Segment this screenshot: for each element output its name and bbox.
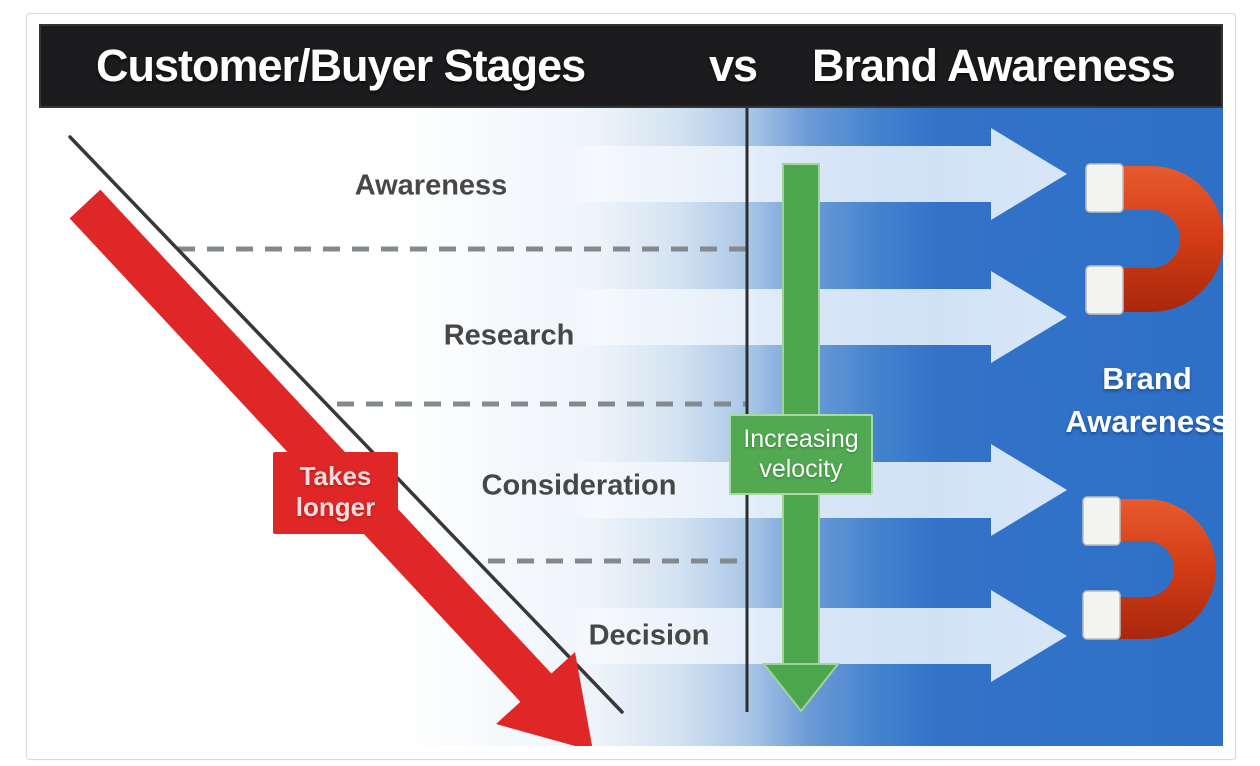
journey-baseline [68, 135, 624, 714]
takes-longer-arrow-icon [69, 189, 593, 746]
increasing-velocity-badge: Increasing velocity [729, 414, 873, 495]
diagram-canvas: Awareness Research Consideration Decisio… [39, 108, 1223, 746]
magnet-icon [1085, 163, 1223, 315]
takes-longer-badge: Takes longer [273, 452, 398, 534]
takes-longer-line2: longer [295, 492, 376, 522]
title-left: Customer/Buyer Stages [96, 40, 586, 91]
brand-awareness-line2: Awareness [1065, 404, 1223, 439]
increasing-velocity-line2: velocity [759, 455, 843, 483]
takes-longer-line1: Takes [299, 461, 372, 491]
stage-label-research: Research [443, 319, 575, 352]
title-right: Brand Awareness [812, 40, 1176, 91]
stage-label-decision: Decision [588, 619, 710, 652]
stage-label-awareness: Awareness [354, 169, 508, 202]
diagram-frame: Customer/Buyer Stages vs Brand Awareness [26, 13, 1236, 760]
magnet-icon [1082, 496, 1216, 640]
title-bar: Customer/Buyer Stages vs Brand Awareness [39, 24, 1223, 108]
stage-label-consideration: Consideration [481, 469, 677, 502]
title-vs: vs [709, 40, 758, 91]
increasing-velocity-line1: Increasing [743, 425, 859, 453]
brand-awareness-label: Brand Awareness [1065, 357, 1223, 443]
brand-awareness-line1: Brand [1102, 361, 1192, 396]
